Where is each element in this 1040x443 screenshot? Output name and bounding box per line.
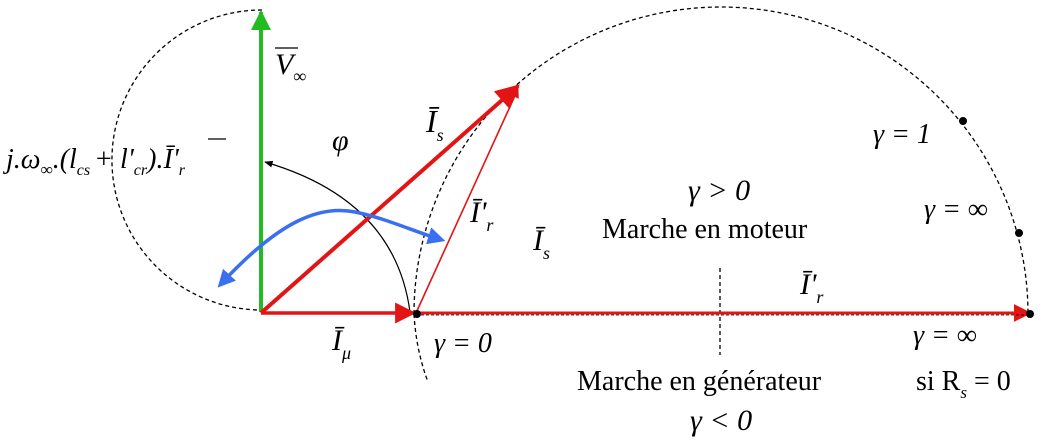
i-s-mid-label: Īs <box>532 224 550 263</box>
current-locus-dashed <box>413 6 1029 315</box>
point-gamma-inf-axis <box>1026 310 1034 318</box>
i-r-mid-label: Ī'r <box>469 196 494 235</box>
v-inf-label: V∞ <box>275 48 306 86</box>
point-gamma-1 <box>959 117 967 125</box>
i-mu-label: Īμ <box>331 324 351 363</box>
i-s-top-label: Īs <box>425 103 444 145</box>
phi-label: φ <box>332 124 349 157</box>
si-rs-label: si Rs = 0 <box>916 366 1011 402</box>
gamma-lt-0-label: γ < 0 <box>690 404 752 437</box>
point-gamma-0 <box>413 310 421 318</box>
point-gamma-inf-arc <box>1015 229 1023 237</box>
voltage-circle-dashed <box>111 9 263 311</box>
gamma-1-label: γ = 1 <box>873 119 931 150</box>
gamma-inf-axis-label: γ = ∞ <box>913 320 977 351</box>
gamma-inf-arc-label: γ = ∞ <box>924 194 988 225</box>
marche-moteur-label: Marche en moteur <box>602 214 808 245</box>
jw-term-label: j.ω∞.(lcs+ l'cr).Ī'r <box>3 144 186 179</box>
gamma-gt-0-label: γ > 0 <box>688 174 750 207</box>
marche-generateur-label: Marche en générateur <box>577 366 822 397</box>
current-locus-generator-dashed <box>413 313 429 383</box>
i-r-right-label: Ī'r <box>799 268 824 307</box>
gamma-0-label: γ = 0 <box>434 328 492 359</box>
rotation-double-arrow <box>217 208 446 288</box>
